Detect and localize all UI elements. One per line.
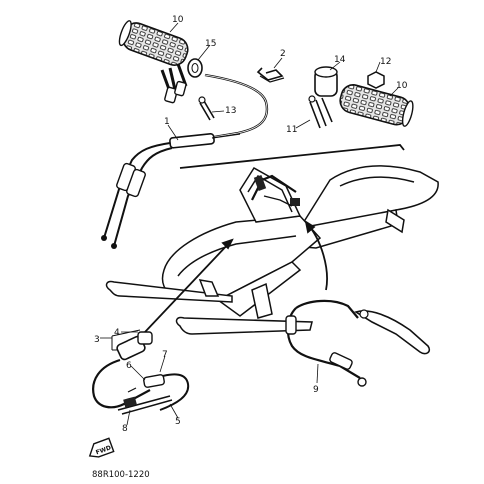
handlebar-on-body: [251, 174, 300, 207]
callout-7: 7: [162, 350, 168, 360]
callout-14: 14: [334, 55, 346, 65]
callout-1: 1: [164, 117, 170, 127]
pin-13: [198, 96, 215, 121]
callout-5: 5: [175, 417, 181, 427]
callout-10-right: 10: [396, 81, 408, 91]
routing-line: [179, 144, 405, 169]
callout-3: 3: [94, 335, 100, 345]
right-grip: [339, 84, 414, 127]
ski-right: [175, 282, 313, 335]
callout-4: 4: [114, 328, 120, 338]
kill-switch-assembly: [92, 329, 190, 415]
diagram-code: 88R100-1220: [92, 470, 150, 480]
right-grip-collar: [314, 66, 338, 97]
left-grip: [118, 20, 189, 104]
ski-left: [105, 279, 233, 303]
fwd-indicator: FWD: [88, 437, 115, 458]
throttle-cable: [101, 73, 269, 249]
grip-ring: [187, 58, 203, 78]
callout-2: 2: [280, 49, 286, 59]
callout-15: 15: [205, 39, 216, 49]
callout-leaders: [100, 22, 399, 426]
callout-12: 12: [380, 57, 391, 67]
callout-10-left: 10: [172, 15, 184, 25]
callout-6: 6: [126, 361, 132, 371]
fwd-label: FWD: [95, 444, 112, 456]
callout-13: 13: [225, 106, 236, 116]
pin-11: [308, 95, 333, 129]
cap-nut-12: [367, 71, 385, 89]
brake-cable-assembly: [285, 299, 431, 387]
callout-labels: 1 2 3 4 5 6 7 8 9 10 10 11 12 13 14 15: [94, 15, 408, 434]
cable-clip: [256, 67, 285, 83]
callout-8: 8: [122, 424, 128, 434]
callout-9: 9: [313, 385, 319, 395]
leader-arrows: [144, 220, 328, 333]
callout-11: 11: [286, 125, 297, 135]
